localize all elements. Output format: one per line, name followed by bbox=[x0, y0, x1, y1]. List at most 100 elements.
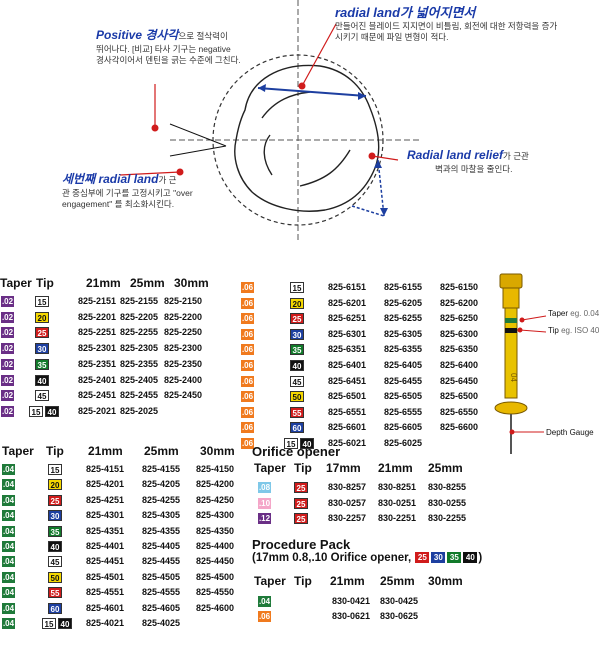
product-code-c25: 825-2155 bbox=[120, 296, 159, 306]
tip-badge: 50 bbox=[48, 571, 62, 583]
product-code-c30: 825-4600 bbox=[196, 602, 235, 613]
relief-note: Radial land relief가 근관 벽과의 마찰을 줄인다. bbox=[407, 146, 597, 175]
product-code-c21: 825-4551 bbox=[86, 587, 125, 598]
positive-rake-note: Positive 경사각으로 절삭력이 뛰어나다. [비교] 타사 기구는 ne… bbox=[96, 26, 266, 66]
product-code-c21: 825-4401 bbox=[86, 541, 125, 551]
tip-badge: 20 bbox=[48, 479, 62, 491]
pack-tip-badge: 40 bbox=[463, 552, 478, 564]
tip-badge: 15 bbox=[42, 618, 56, 629]
product-code-c25: 825-6455 bbox=[384, 375, 423, 386]
product-code-c21: 825-6201 bbox=[328, 297, 367, 308]
relief-title: Radial land relief bbox=[407, 148, 504, 162]
t3-header-tip: Tip bbox=[46, 444, 64, 458]
product-code-c21: 825-6601 bbox=[328, 422, 367, 433]
tip-badge: 30 bbox=[35, 343, 49, 355]
tip-badge: 25 bbox=[290, 313, 304, 325]
product-code-c25: 825-4355 bbox=[142, 525, 181, 536]
positive-line-1: 뛰어나다. [비교] 타사 기구는 negative bbox=[96, 44, 231, 54]
pk-header-tip: Tip bbox=[294, 574, 312, 588]
pack-subtitle-post: ) bbox=[478, 552, 483, 564]
third-radial-suffix: 가 근 bbox=[158, 175, 177, 185]
tip-badge: 35 bbox=[35, 358, 49, 370]
product-code-c30: 825-4250 bbox=[196, 494, 235, 505]
product-code-c21: 825-6351 bbox=[328, 344, 367, 355]
taper-badge: .04 bbox=[2, 571, 15, 583]
product-code-c25: 825-6155 bbox=[384, 282, 423, 292]
tip-badge: 60 bbox=[290, 422, 304, 434]
pack-tip-badge: 30 bbox=[431, 552, 446, 564]
product-code-c30: 825-2250 bbox=[164, 327, 203, 338]
taper-badge: .02 bbox=[1, 343, 14, 355]
product-code-c30: 825-2350 bbox=[164, 358, 203, 369]
radial-line-1: 만들어진 블레이드 지지면이 비틀림, 회전에 대한 저항력을 증가 bbox=[335, 21, 558, 31]
taper-badge: .02 bbox=[1, 390, 14, 402]
product-code-c21: 825-2401 bbox=[78, 374, 117, 385]
tip-badge: 25 bbox=[294, 513, 308, 524]
product-code-c21: 825-2151 bbox=[78, 296, 117, 306]
tip-badge: 40 bbox=[35, 374, 49, 386]
product-code-c30: 825-4150 bbox=[196, 464, 235, 474]
t1-header-25mm: 25mm bbox=[130, 276, 165, 290]
product-code-c30: 825-6500 bbox=[440, 391, 479, 402]
product-code-c21: 830-8251 bbox=[378, 482, 417, 492]
product-code-c30: 825-6150 bbox=[440, 282, 479, 292]
taper-badge: .04 bbox=[2, 479, 15, 491]
taper-badge: .06 bbox=[241, 297, 254, 309]
product-code-c21: 825-2451 bbox=[78, 390, 117, 401]
product-code-c25: 825-6605 bbox=[384, 422, 423, 433]
product-code-c30: 825-6400 bbox=[440, 360, 479, 370]
taper-badge: .04 bbox=[2, 494, 15, 506]
tip-badge: 35 bbox=[48, 525, 62, 537]
tip-badge: 55 bbox=[290, 406, 304, 418]
pack-tip-badge: 35 bbox=[447, 552, 462, 564]
taper-badge: .06 bbox=[241, 438, 254, 449]
product-code-c25: 825-2305 bbox=[120, 343, 159, 354]
taper-badge: .06 bbox=[241, 328, 254, 340]
or-header-21mm: 21mm bbox=[378, 461, 413, 475]
product-code-c25: 825-6505 bbox=[384, 391, 423, 402]
tip-badge: 45 bbox=[35, 390, 49, 402]
tip-badge-2: 40 bbox=[58, 618, 72, 629]
tip-badge: 50 bbox=[290, 391, 304, 403]
product-code-c21: 825-4351 bbox=[86, 525, 125, 536]
pk-header-30mm: 30mm bbox=[428, 574, 463, 588]
tip-badge: 30 bbox=[48, 510, 62, 522]
taper-badge: .06 bbox=[241, 282, 254, 293]
product-code-c21: 825-6021 bbox=[328, 438, 367, 448]
tip-badge: 40 bbox=[290, 360, 304, 371]
taper-badge: .06 bbox=[241, 344, 254, 356]
radial-land-note: radial land가 넓어지면서 만들어진 블레이드 지지면이 비틀림, 회… bbox=[335, 2, 597, 43]
third-radial-title: 세번째 radial land bbox=[62, 172, 159, 186]
product-code-c21: 830-2251 bbox=[378, 513, 417, 523]
product-code-c30: 825-4450 bbox=[196, 556, 235, 567]
product-code-c25: 825-2025 bbox=[120, 405, 159, 416]
pk-header-25mm: 25mm bbox=[380, 574, 415, 588]
taper-badge: .10 bbox=[258, 497, 271, 509]
product-code-c30: 825-4200 bbox=[196, 479, 235, 490]
pack-tip-badge: 25 bbox=[415, 552, 430, 564]
pack-subtitle-pre: (17mm 0.8,.10 Orifice opener, bbox=[252, 552, 412, 564]
or-header-25mm: 25mm bbox=[428, 461, 463, 475]
product-code-c21: 825-4021 bbox=[86, 618, 125, 628]
product-code-c21: 825-2251 bbox=[78, 327, 117, 338]
product-code-c25: 825-4155 bbox=[142, 464, 181, 474]
taper-badge: .06 bbox=[241, 422, 254, 434]
pack-title: Procedure Pack bbox=[252, 537, 351, 552]
tip-badge-2: 40 bbox=[45, 405, 59, 417]
relief-line-1: 벽과의 마찰을 줄인다. bbox=[435, 164, 513, 174]
product-code-c25: 830-0625 bbox=[380, 611, 419, 621]
pk-header-21mm: 21mm bbox=[330, 574, 365, 588]
product-code-c21: 825-6501 bbox=[328, 391, 367, 402]
product-code-c30: 825-6200 bbox=[440, 297, 479, 308]
